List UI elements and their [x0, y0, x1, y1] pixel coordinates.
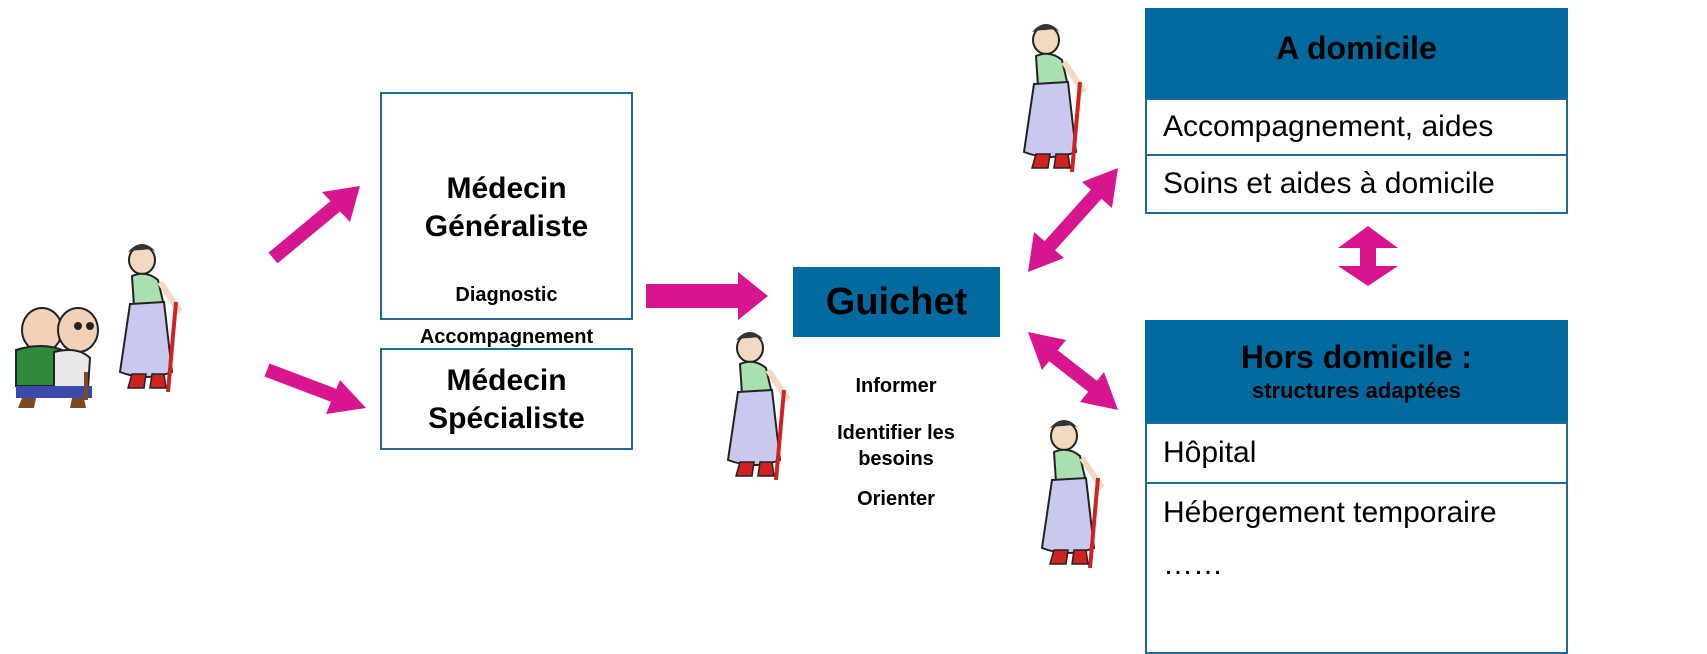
specialiste-title-line2: Spécialiste — [428, 402, 585, 435]
arrow-to-generaliste — [268, 186, 360, 264]
domicile-title: A domicile — [1276, 30, 1437, 66]
domicile-item: Soins et aides à domicile — [1145, 154, 1568, 214]
guichet-title: Guichet — [825, 281, 968, 323]
guichet-action-orienter: Orienter — [857, 488, 935, 510]
domicile-header: A domicile — [1145, 8, 1568, 98]
guichet-box: Guichet — [793, 267, 1000, 337]
accompagnement-label: Accompagnement — [419, 326, 594, 348]
arrow-to-guichet — [646, 272, 768, 320]
hors-domicile-item: Hôpital — [1145, 422, 1568, 484]
hors-domicile-item-label: Hébergement temporaire — [1163, 496, 1497, 529]
specialiste-box: Médecin Spécialiste — [380, 348, 633, 450]
domicile-item: Accompagnement, aides — [1145, 98, 1568, 156]
specialiste-title-line1: Médecin — [446, 364, 567, 397]
double-arrow-domicile — [1028, 168, 1118, 272]
hors-domicile-subtitle: structures adaptées — [1251, 378, 1462, 403]
hors-domicile-item: Hébergement temporaire …… — [1145, 482, 1568, 654]
elderly-woman-cane-icon — [120, 244, 180, 392]
generaliste-box: Médecin Généraliste Diagnostic — [380, 92, 633, 320]
generaliste-subtitle: Diagnostic — [455, 284, 558, 306]
hors-domicile-item-label: …… — [1163, 548, 1223, 581]
arrow-to-specialiste — [264, 363, 366, 414]
guichet-action-besoins: besoins — [858, 448, 934, 470]
domicile-item-label: Soins et aides à domicile — [1163, 167, 1495, 200]
hors-domicile-title: Hors domicile : — [1240, 339, 1473, 375]
guichet-actions: Informer Identifier les besoins Orienter — [806, 374, 986, 512]
elderly-couple-icon — [15, 307, 99, 408]
domicile-item-label: Accompagnement, aides — [1163, 110, 1494, 143]
elderly-woman-cane-icon — [1042, 420, 1102, 568]
generaliste-title-line2: Généraliste — [424, 210, 589, 243]
hors-domicile-header: Hors domicile : structures adaptées — [1145, 320, 1568, 422]
hors-domicile-item-label: Hôpital — [1163, 436, 1257, 469]
elderly-woman-cane-icon — [1024, 24, 1084, 172]
double-arrow-hors-domicile — [1028, 332, 1118, 410]
generaliste-title-line1: Médecin — [446, 172, 567, 205]
double-arrow-vertical — [1338, 226, 1398, 286]
guichet-action-informer: Informer — [855, 375, 937, 397]
elderly-woman-cane-icon — [728, 332, 788, 480]
guichet-action-identifier: Identifier les — [837, 422, 955, 444]
